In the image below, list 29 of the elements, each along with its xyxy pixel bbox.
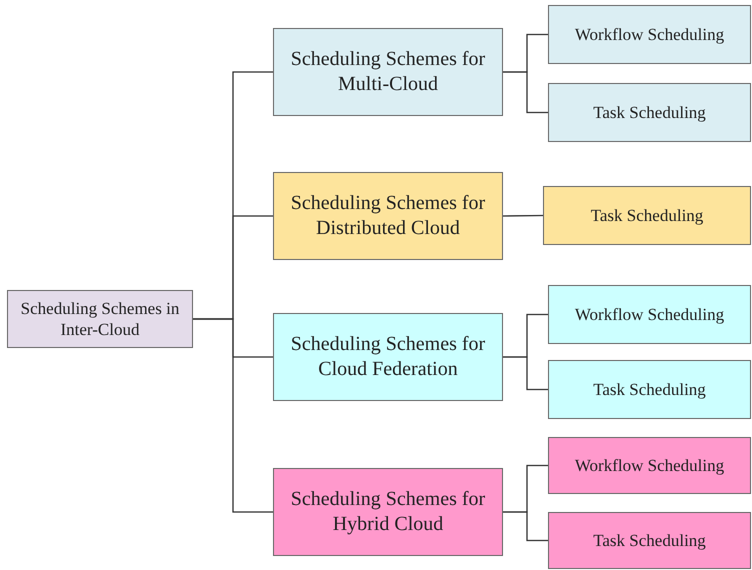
box-label: Workflow Scheduling: [574, 454, 724, 476]
leaf-box: [548, 437, 751, 494]
box-label: Scheduling Schemes for Multi-Cloud: [290, 47, 486, 97]
leaf-box: [543, 186, 751, 245]
category-box: [273, 28, 503, 116]
box-label: Workflow Scheduling: [574, 24, 724, 46]
box-label: Task Scheduling: [590, 204, 704, 226]
connector-line: [193, 318, 273, 513]
category-box: [273, 172, 503, 260]
box-label: Scheduling Schemes in Inter-Cloud: [20, 298, 180, 340]
box-label: Scheduling Schemes for Distributed Cloud: [290, 191, 486, 241]
box-label: Task Scheduling: [593, 378, 706, 400]
box-label: Task Scheduling: [593, 530, 706, 552]
connector-line: [503, 71, 548, 114]
leaf-box: [548, 512, 751, 569]
leaf-box: [548, 83, 751, 142]
box-label: Task Scheduling: [593, 102, 706, 124]
connector-line: [503, 356, 548, 390]
connector-line: [503, 214, 543, 217]
box-label: Scheduling Schemes for Cloud Federation: [290, 332, 486, 382]
leaf-box: [548, 285, 751, 344]
root-box: [7, 290, 193, 348]
category-box: [273, 468, 503, 556]
leaf-box: [548, 360, 751, 419]
category-box: [273, 313, 503, 401]
connector-line: [503, 511, 548, 542]
box-label: Scheduling Schemes for Hybrid Cloud: [290, 487, 486, 537]
leaf-box: [548, 5, 751, 64]
box-label: Workflow Scheduling: [574, 304, 724, 326]
